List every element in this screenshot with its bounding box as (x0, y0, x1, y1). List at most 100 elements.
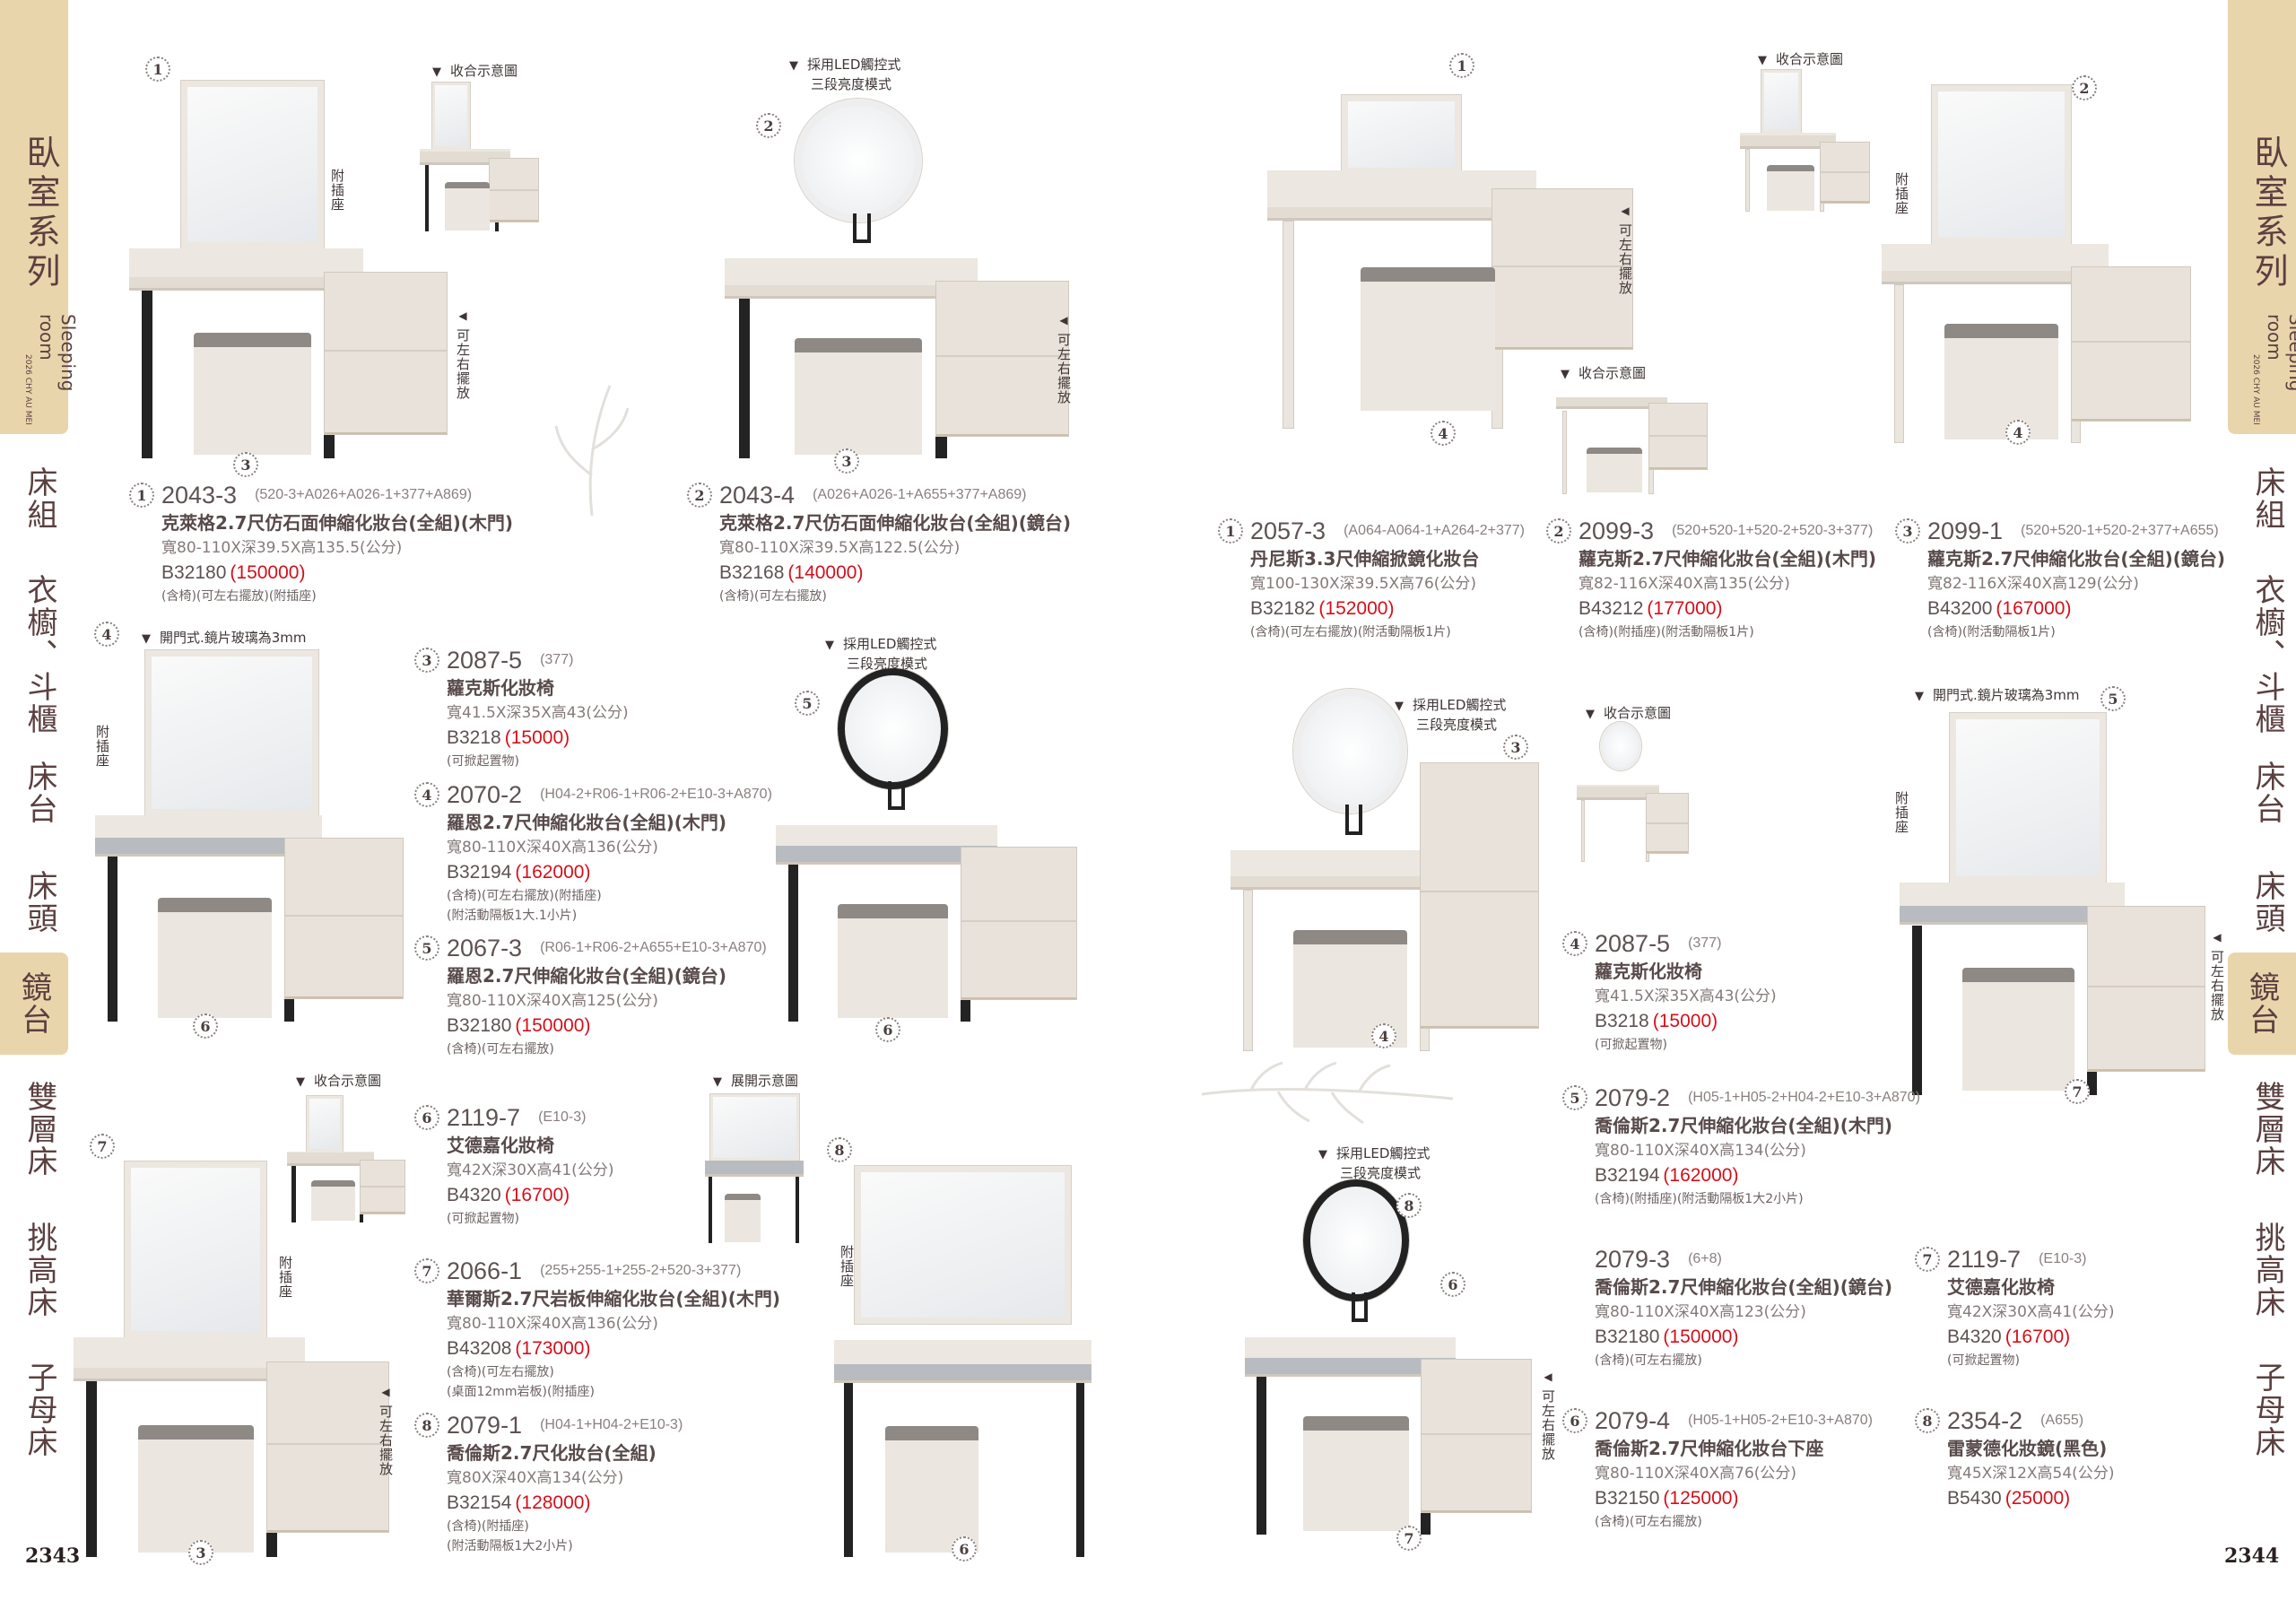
product-dimensions: 寬42X深30X高41(公分) (1947, 1303, 2115, 1321)
triangle-down-icon: ▼ (1915, 690, 1924, 703)
product-model: 2119-7 (1947, 1245, 2022, 1273)
product-sku: B32194 (1595, 1165, 1660, 1186)
product-component-codes: (H05-1+H05-2+E10-3+A870) (1688, 1413, 1873, 1428)
product-model: 2066-1 (447, 1257, 523, 1284)
category-tab-vanity-active[interactable]: 鏡台 (0, 953, 68, 1055)
category-tab-trundle-bed[interactable]: 子母床 (2249, 1361, 2285, 1458)
product-price-line: B32194(162000) (1562, 1162, 1920, 1189)
product-model: 2043-4 (719, 481, 796, 509)
product-name: 艾德嘉化妝椅 (447, 1135, 554, 1156)
product-number-badge: 7 (1915, 1247, 1940, 1272)
product-sku: B3218 (1595, 1011, 1649, 1031)
product-price: (162000) (515, 862, 591, 883)
product-price: (152000) (1318, 598, 1395, 619)
product-name: 蘿克斯2.7尺伸縮化妝台(全組)(鏡台) (1927, 548, 2225, 570)
product-model: 2079-2 (1595, 1083, 1671, 1111)
product-number-badge: 2 (687, 483, 712, 508)
figure-badge: 2 (756, 113, 781, 138)
category-tab-bed-frame[interactable]: 床台 (2249, 761, 2285, 825)
product-model: 2119-7 (447, 1103, 521, 1131)
product-sku: B43208 (447, 1338, 512, 1359)
figure-badge: 4 (94, 622, 119, 647)
product-price-line: B32180(150000) (414, 1013, 767, 1040)
category-tab-bed-set[interactable]: 床組 (2249, 466, 2285, 531)
category-tab-bunk-bed[interactable]: 雙層床 (2249, 1081, 2285, 1178)
product-dimensions: 寬80-110X深40X高123(公分) (1595, 1303, 1806, 1321)
reversible-label: ◀可左右擺放 (378, 1386, 394, 1476)
figure-badge: 3 (188, 1540, 213, 1565)
product-block: 2079-3(6+8)喬倫斯2.7尺伸縮化妝台(全組)(鏡台)寬80-110X深… (1562, 1245, 1892, 1370)
category-sidebar-left: 臥室系列 Sleeping room 2026 CHY AU MEI 床組 衣櫥… (0, 0, 79, 1618)
product-sku: B32182 (1250, 598, 1316, 619)
product-price: (162000) (1663, 1165, 1739, 1186)
category-tab-loft-bed[interactable]: 挑高床 (2249, 1222, 2285, 1318)
category-tab-headboard[interactable]: 床頭 (22, 870, 57, 935)
product-price: (125000) (1663, 1488, 1739, 1509)
triangle-left-icon: ◀ (1057, 314, 1070, 327)
triangle-down-icon: ▼ (296, 1075, 305, 1089)
expanded-view-label: ▼展開示意圖 (713, 1073, 799, 1089)
vanity-illustration-2099-1 (1882, 85, 2197, 447)
category-tab-bunk-bed[interactable]: 雙層床 (22, 1081, 57, 1178)
reversible-label: ◀可左右擺放 (1540, 1370, 1556, 1461)
figure-badge: 6 (1440, 1272, 1465, 1297)
product-sku: B32194 (447, 862, 512, 883)
product-price: (150000) (230, 562, 306, 583)
category-tab-wardrobe[interactable]: 衣櫥、斗櫃 (22, 574, 57, 735)
triangle-down-icon: ▼ (825, 639, 834, 652)
category-tab-headboard[interactable]: 床頭 (2249, 870, 2285, 935)
product-number-badge: 1 (129, 483, 154, 508)
socket-label: 附插座 (329, 169, 345, 212)
product-note: (附活動隔板1大.1小片) (447, 909, 578, 923)
category-tab-wardrobe[interactable]: 衣櫥、斗櫃 (2249, 574, 2285, 735)
category-tab-loft-bed[interactable]: 挑高床 (22, 1222, 57, 1318)
collapsed-view-label: ▼收合示意圖 (1561, 365, 1647, 381)
figure-badge: 6 (952, 1536, 977, 1561)
vanity-illustration-2070-2 (95, 650, 410, 1025)
category-tab-trundle-bed[interactable]: 子母床 (22, 1361, 57, 1458)
product-note: (含椅)(附插座) (447, 1519, 529, 1534)
product-price-line: B3218(15000) (414, 725, 629, 752)
product-component-codes: (6+8) (1688, 1251, 1722, 1266)
product-dimensions: 寬80-110X深40X高134(公分) (1595, 1142, 1806, 1160)
product-price: (128000) (515, 1492, 591, 1513)
product-number-badge: 3 (1895, 518, 1920, 544)
vanity-illustration-2043-4 (725, 99, 1076, 462)
triangle-down-icon: ▼ (1586, 708, 1595, 721)
product-number-badge: 3 (414, 648, 439, 673)
product-dimensions: 寬80-110X深39.5X高135.5(公分) (161, 539, 403, 557)
category-tab-bed-frame[interactable]: 床台 (22, 761, 57, 825)
product-name: 蘿克斯2.7尺伸縮化妝台(全組)(木門) (1578, 548, 1876, 570)
category-tab-vanity-active[interactable]: 鏡台 (2228, 953, 2296, 1055)
product-number-badge: 4 (414, 782, 439, 807)
vanity-illustration-2099-3 (1231, 689, 1545, 1055)
product-dimensions: 寬80-110X深40X高76(公分) (1595, 1465, 1797, 1483)
figure-badge: 7 (1396, 1526, 1422, 1551)
product-dimensions: 寬41.5X深35X高43(公分) (1595, 987, 1777, 1005)
product-model: 2067-3 (447, 934, 523, 961)
product-price-line: B32180(150000) (1562, 1324, 1892, 1351)
product-sku: B32180 (447, 1015, 512, 1036)
product-dimensions: 寬80-110X深39.5X高122.5(公分) (719, 539, 961, 557)
figure-badge: 6 (875, 1017, 900, 1042)
product-header: 2079-3(6+8) (1562, 1245, 1892, 1274)
page-number-left: 2343 (25, 1544, 81, 1568)
socket-label: 附插座 (94, 725, 110, 768)
product-dimensions: 寬41.5X深35X高43(公分) (447, 704, 629, 722)
product-number-badge: 6 (414, 1105, 439, 1130)
figure-badge: 1 (145, 57, 170, 82)
category-tab-bed-set[interactable]: 床組 (22, 466, 57, 531)
figure-badge: 8 (827, 1137, 852, 1162)
